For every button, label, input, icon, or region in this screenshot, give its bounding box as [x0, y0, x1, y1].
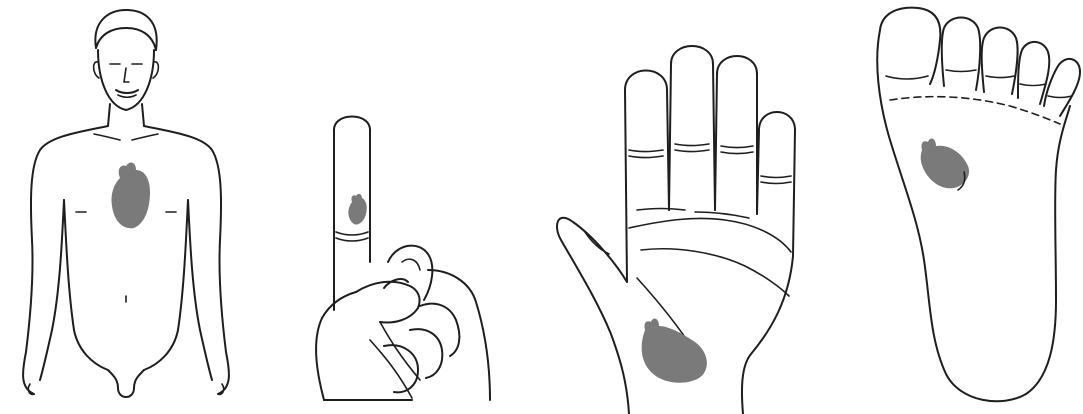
heart-icon	[111, 163, 150, 229]
heart-icon	[921, 139, 969, 189]
palm-panel	[545, 0, 815, 414]
finger-panel	[300, 0, 510, 414]
heart-icon	[642, 319, 707, 383]
finger-outline	[316, 117, 490, 401]
heart-icon	[348, 194, 366, 225]
foot-panel	[860, 0, 1083, 414]
foot-outline	[877, 8, 1080, 402]
body-panel	[0, 0, 250, 414]
